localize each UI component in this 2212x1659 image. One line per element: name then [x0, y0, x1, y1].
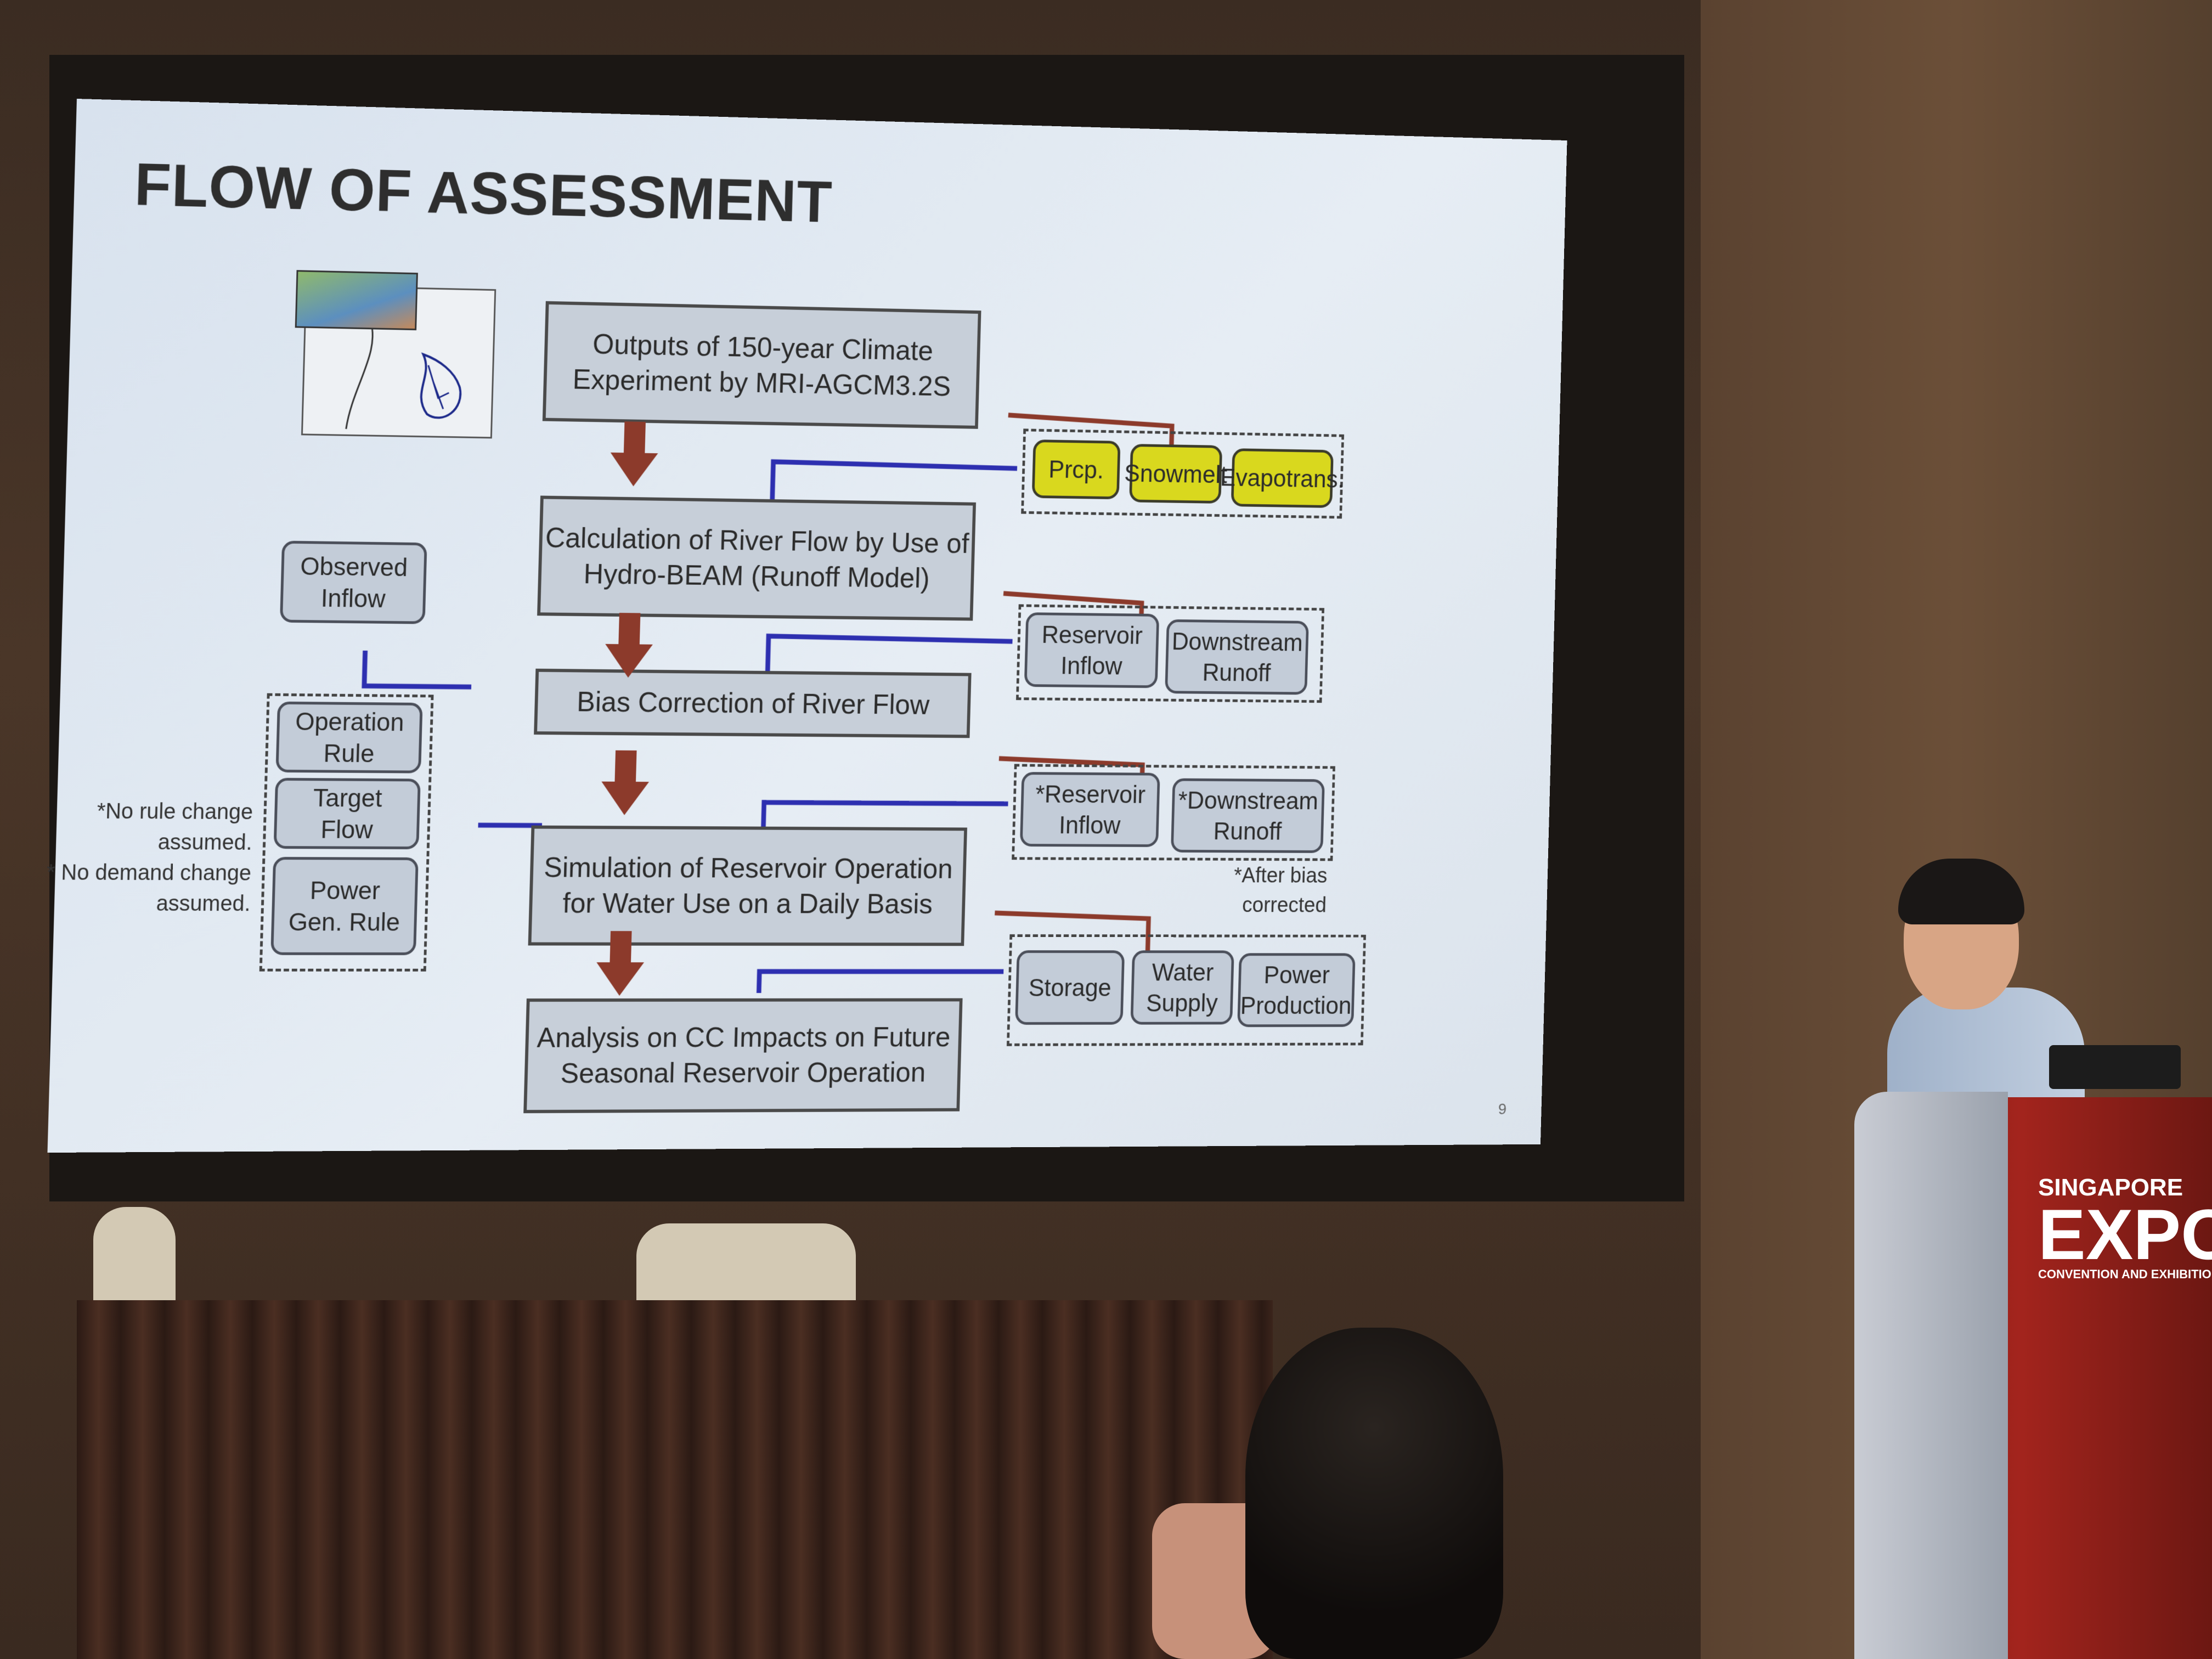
downstream-runoff-box: Downstream Runoff — [1165, 619, 1309, 695]
singapore-expo-logo: SINGAPORE EXPO CONVENTION AND EXHIBITION — [2038, 1174, 2212, 1282]
side-box-line: Supply — [1146, 989, 1218, 1017]
corrected-downstream-runoff-box: *Downstream Runoff — [1171, 778, 1325, 853]
side-box-line: Power — [1263, 961, 1330, 989]
assumption-note-line: assumed. — [157, 830, 253, 855]
storage-box: Storage — [1015, 950, 1125, 1025]
basin-map-image — [295, 270, 496, 439]
terrain-model-image — [295, 270, 418, 331]
flow-box-bias-correction: Bias Correction of River Flow — [534, 668, 972, 738]
side-box-line: Inflow — [1058, 811, 1121, 839]
presenter-hair — [1898, 859, 2024, 924]
side-box-line: Runoff — [1213, 817, 1282, 845]
side-box-line: Inflow — [1060, 651, 1123, 680]
laptop — [2049, 1045, 2181, 1089]
side-box-line: Inflow — [320, 583, 386, 613]
logo-line-expo: EXPO — [2038, 1194, 2212, 1274]
operation-rule-box: Operation Rule — [275, 701, 423, 774]
down-arrow-icon — [595, 931, 645, 996]
assumption-note-line: * No demand change — [46, 860, 252, 885]
flow-box-climate-outputs: Outputs of 150-year Climate Experiment b… — [542, 301, 981, 429]
precip-box: Prcp. — [1031, 439, 1121, 500]
podium-front-panel — [1854, 1092, 2008, 1659]
side-box-line: Target — [313, 783, 383, 812]
side-box-line: Operation — [295, 707, 405, 737]
reservoir-inflow-box: Reservoir Inflow — [1024, 612, 1160, 689]
draped-table — [77, 1300, 1273, 1659]
side-box-line: Production — [1240, 991, 1352, 1019]
side-box-line: Observed — [300, 551, 408, 582]
flow-box-line: Outputs of 150-year Climate — [592, 328, 934, 367]
assumption-note-line: *No rule change — [97, 799, 253, 825]
flow-box-line: Experiment by MRI-AGCM3.2S — [572, 364, 951, 403]
side-box-line: Storage — [1028, 973, 1112, 1002]
bias-corrected-note: *After bias corrected — [1233, 864, 1328, 917]
side-box-line: Gen. Rule — [288, 907, 400, 936]
water-supply-box: Water Supply — [1130, 950, 1234, 1025]
side-box-line: Rule — [323, 738, 375, 768]
flow-box-line: Analysis on CC Impacts on Future — [536, 1022, 951, 1054]
observed-inflow-box: Observed Inflow — [280, 540, 427, 624]
assumption-notes: *No rule change assumed. * No demand cha… — [32, 795, 253, 919]
side-box-line: Evapotrans. — [1220, 463, 1345, 493]
power-gen-rule-box: Power Gen. Rule — [270, 856, 419, 956]
flow-box-line: Hydro-BEAM (Runoff Model) — [583, 558, 930, 594]
down-arrow-icon — [604, 613, 654, 678]
down-arrow-icon — [600, 750, 650, 815]
side-box-line: Power — [309, 876, 381, 905]
target-flow-box: Target Flow — [273, 777, 421, 850]
flow-box-reservoir-simulation: Simulation of Reservoir Operation for Wa… — [528, 825, 968, 946]
logo-line-convention: CONVENTION AND EXHIBITION — [2038, 1267, 2212, 1281]
flow-box-line: Bias Correction of River Flow — [576, 686, 930, 721]
power-production-box: Power Production — [1237, 953, 1356, 1028]
down-arrow-icon — [610, 421, 659, 487]
side-box-line: Flow — [320, 815, 374, 844]
flow-box-line: Seasonal Reservoir Operation — [560, 1057, 926, 1090]
assumption-note-line: assumed. — [156, 891, 251, 916]
side-box-line: *Reservoir — [1035, 780, 1146, 809]
flow-box-line: Calculation of River Flow by Use of — [545, 522, 970, 560]
slide-page-number: 9 — [1498, 1101, 1507, 1118]
chair — [93, 1207, 176, 1317]
side-box-line: *Downstream — [1177, 786, 1319, 815]
chair — [636, 1223, 856, 1311]
logo-line-singapore: SINGAPORE — [2038, 1174, 2183, 1201]
side-box-line: Runoff — [1202, 658, 1271, 687]
snowmelt-box: Snowmelt — [1124, 444, 1228, 504]
presentation-slide: FLOW OF ASSESSMENT Outputs of 150-year C… — [46, 99, 1567, 1153]
corrected-reservoir-inflow-box: *Reservoir Inflow — [1019, 772, 1160, 848]
flow-box-cc-analysis: Analysis on CC Impacts on Future Seasona… — [523, 998, 963, 1114]
flow-box-river-flow-calc: Calculation of River Flow by Use of Hydr… — [537, 495, 977, 621]
side-box-line: Prcp. — [1048, 455, 1104, 484]
side-box-line: Downstream — [1171, 627, 1304, 657]
side-box-line: Water — [1152, 958, 1214, 986]
flow-box-line: for Water Use on a Daily Basis — [562, 888, 933, 920]
flow-box-line: Simulation of Reservoir Operation — [543, 851, 953, 885]
audience-head — [1245, 1328, 1503, 1659]
side-box-line: Reservoir — [1041, 620, 1143, 650]
side-box-line: Snowmelt — [1124, 459, 1228, 489]
evapotrans-box: Evapotrans. — [1220, 448, 1345, 508]
